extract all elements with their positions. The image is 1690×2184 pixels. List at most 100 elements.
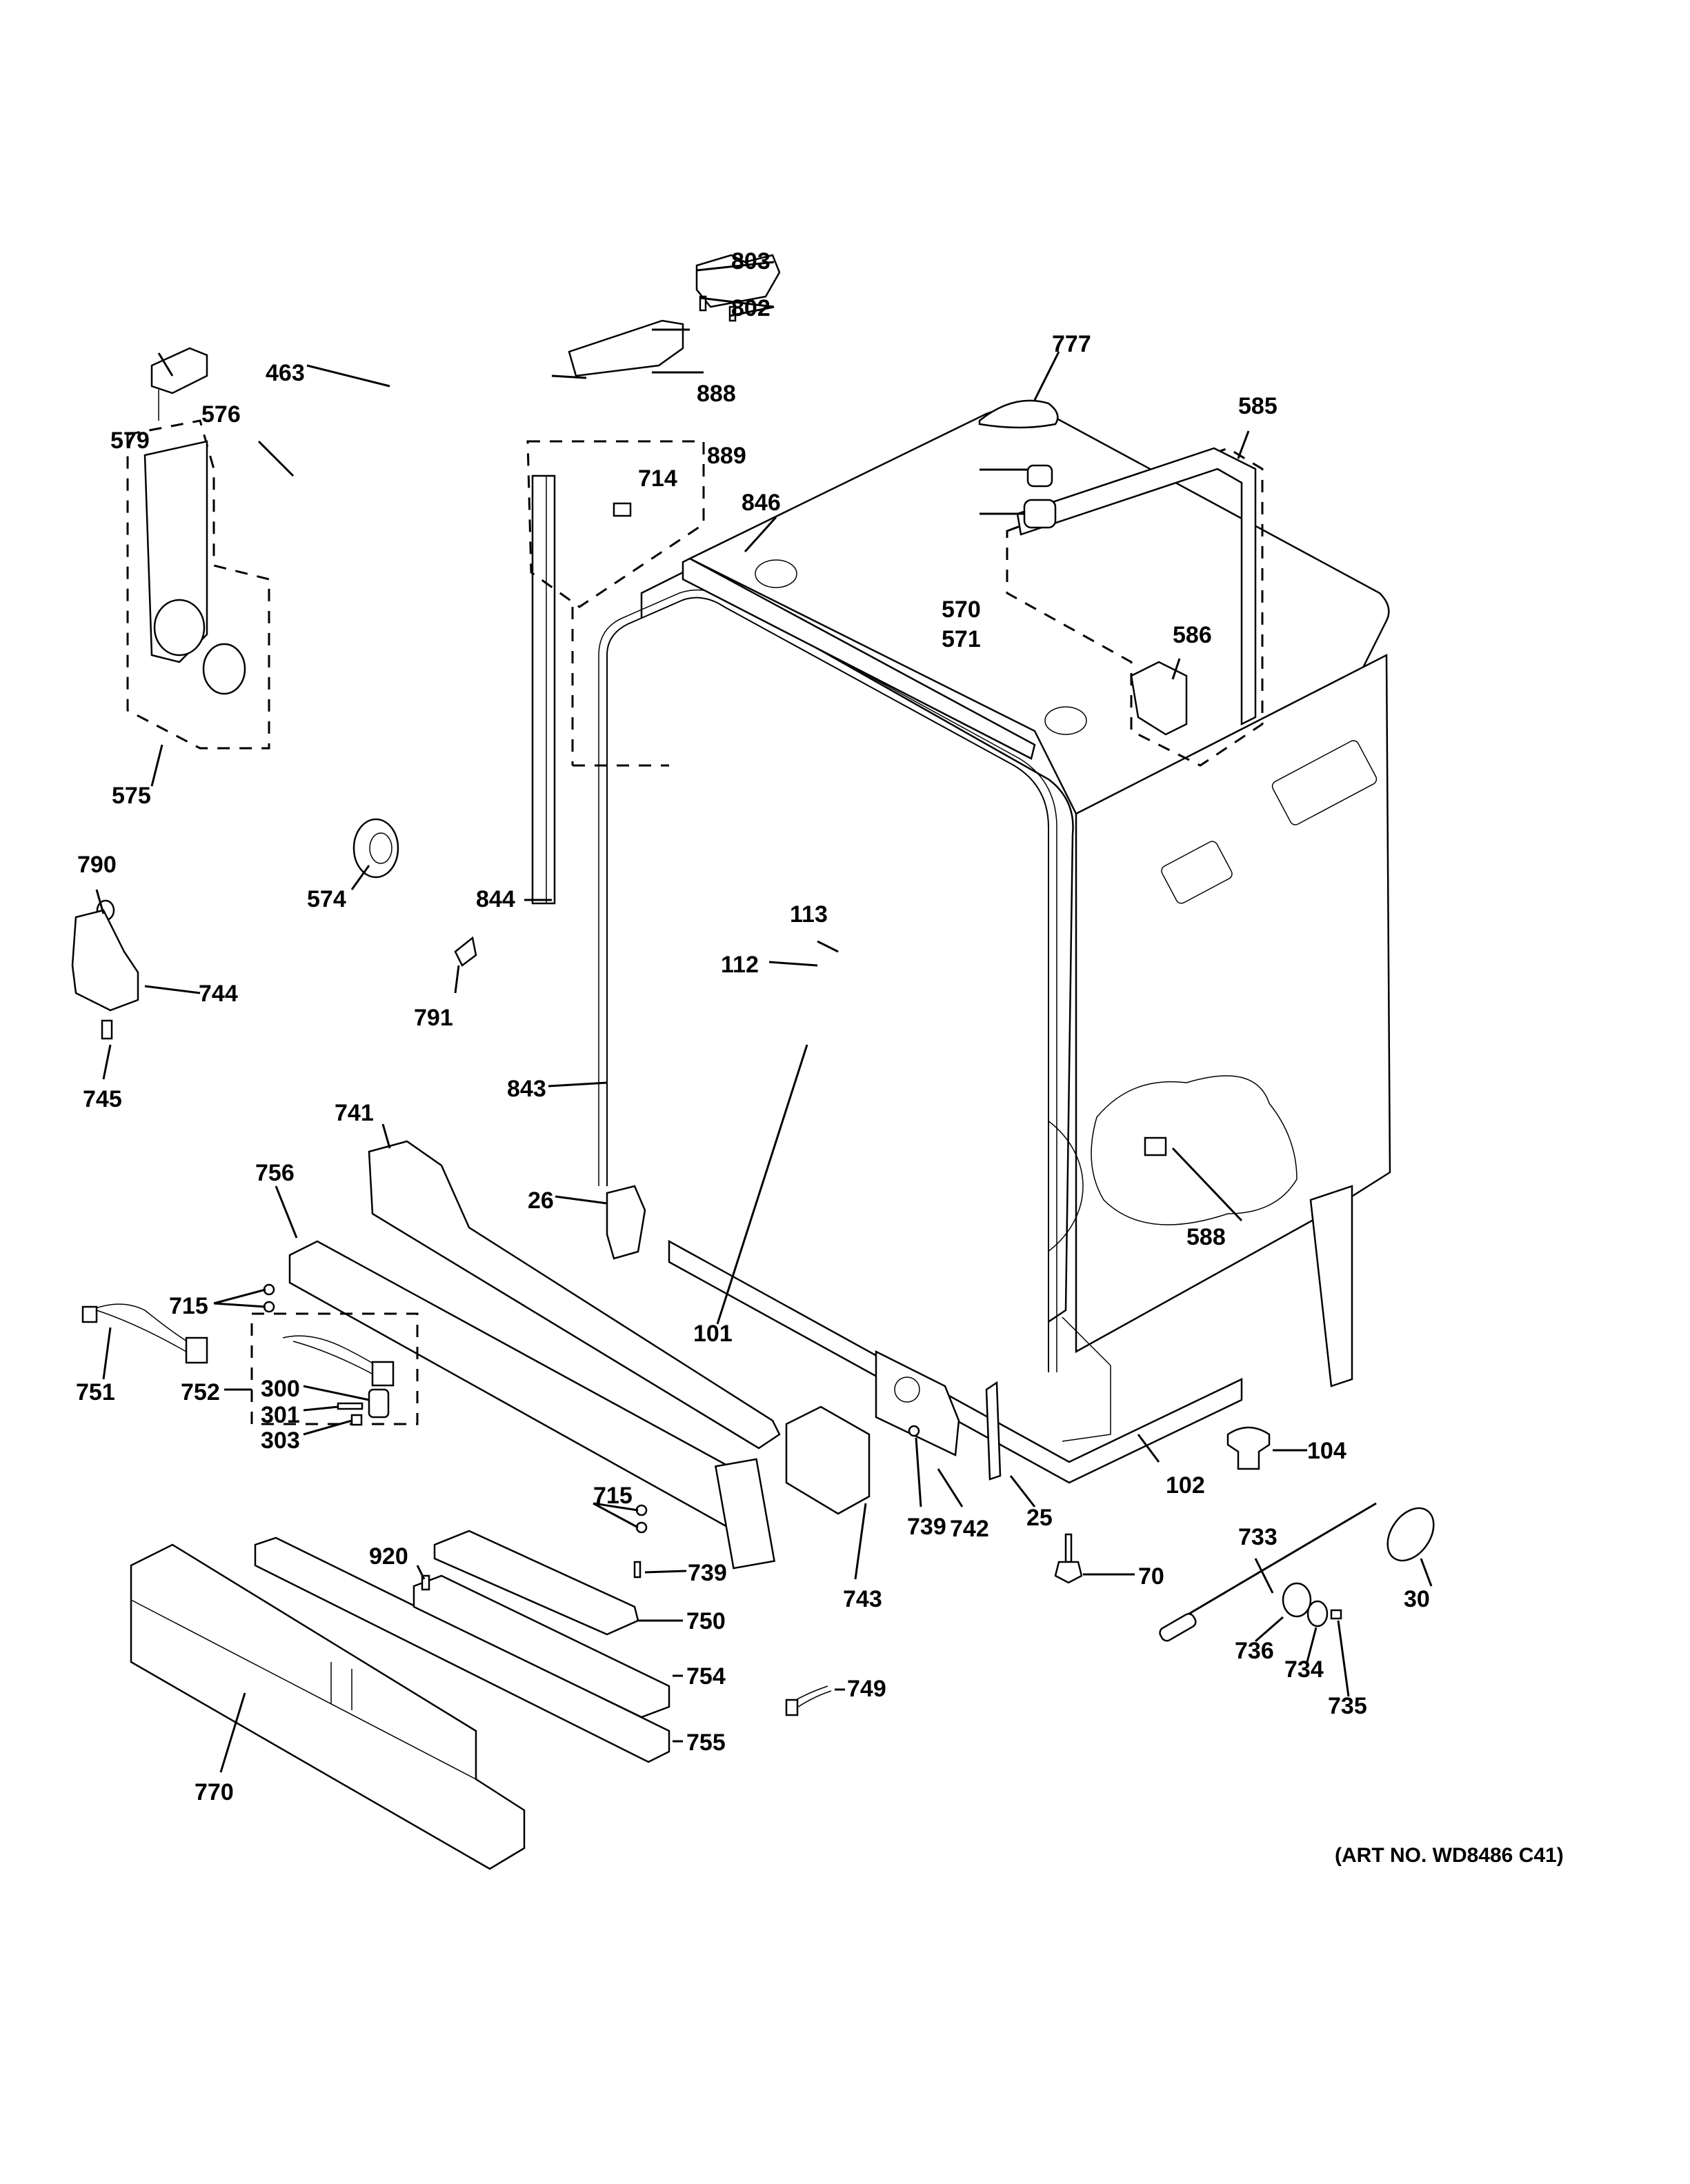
callout-300[interactable]: 300 [261,1376,300,1402]
callout-790[interactable]: 790 [77,852,117,878]
funnel-seal-ring [202,643,246,695]
leader-586 [1171,658,1181,680]
callout-755[interactable]: 755 [686,1730,726,1756]
screw-802a [699,295,707,312]
callout-112[interactable]: 112 [721,952,759,978]
cutaway-region [1091,1075,1298,1225]
callout-301[interactable]: 301 [261,1402,300,1428]
callout-715-left[interactable]: 715 [169,1293,208,1319]
pump-seal-574 [352,818,399,879]
funnel-opening [153,599,206,657]
leader-588 [1171,1147,1243,1222]
callout-739-box[interactable]: 739 [907,1514,946,1540]
callout-750[interactable]: 750 [686,1608,726,1634]
callout-575[interactable]: 575 [112,783,151,809]
callout-756[interactable]: 756 [255,1160,295,1186]
callout-570[interactable]: 570 [942,597,981,623]
callout-743[interactable]: 743 [843,1586,882,1612]
callout-802[interactable]: 802 [731,295,771,321]
callout-303[interactable]: 303 [261,1427,300,1454]
right-leg-frame [1309,1185,1353,1387]
callout-751[interactable]: 751 [76,1379,115,1405]
callout-745[interactable]: 745 [83,1086,122,1112]
callout-102[interactable]: 102 [1166,1472,1205,1499]
leader-742 [937,1468,964,1507]
callout-733[interactable]: 733 [1238,1524,1278,1550]
leader-301 [303,1405,339,1412]
callout-736[interactable]: 736 [1235,1638,1274,1664]
callout-463[interactable]: 463 [266,360,305,386]
leader-714 [551,374,587,379]
callout-889[interactable]: 889 [707,443,746,469]
callout-754[interactable]: 754 [686,1663,726,1690]
inlet-bracket-579 [150,347,208,394]
callout-113[interactable]: 113 [790,901,828,928]
screw-715a-2 [263,1301,275,1313]
top-port [1044,706,1087,735]
callout-803[interactable]: 803 [731,248,771,274]
door-gasket-843 [606,597,1049,1372]
leader-113 [817,940,839,953]
leader-463 [306,364,390,388]
callout-586[interactable]: 586 [1173,622,1212,648]
harness-plug [371,1361,395,1387]
leader-303 [303,1419,352,1436]
pulley-734 [1306,1600,1329,1627]
callout-571[interactable]: 571 [942,626,981,652]
callout-588[interactable]: 588 [1186,1224,1226,1250]
leader-802a [699,297,775,308]
callout-846[interactable]: 846 [742,490,781,516]
callout-104[interactable]: 104 [1307,1438,1346,1464]
callout-752[interactable]: 752 [181,1379,220,1405]
board-tray-754 [412,1574,670,1719]
leveling-foot-nut-104 [1226,1426,1271,1470]
callout-25[interactable]: 25 [1026,1505,1053,1531]
callout-70[interactable]: 70 [1138,1563,1164,1590]
callout-30[interactable]: 30 [1404,1586,1430,1612]
screw-715b-1 [635,1504,648,1516]
callout-735[interactable]: 735 [1328,1693,1367,1719]
callout-843[interactable]: 843 [507,1076,546,1102]
bracket-26 [606,1185,646,1260]
harness-plug [81,1305,98,1323]
leader-300 [303,1385,370,1401]
callout-585[interactable]: 585 [1238,393,1278,419]
hinge-bracket-586 [1130,661,1188,736]
callout-26[interactable]: 26 [528,1188,554,1214]
leader-751 [102,1327,112,1380]
callout-742[interactable]: 742 [950,1516,989,1542]
leader-745 [102,1044,112,1080]
callout-888[interactable]: 888 [697,381,736,407]
drain-hose-fill [410,344,510,909]
leader-846 [744,516,777,553]
callout-770[interactable]: 770 [195,1779,234,1805]
block-edge [130,1599,477,1780]
callout-741[interactable]: 741 [335,1100,374,1126]
leader-lines [95,261,1433,1773]
callout-579[interactable]: 579 [110,428,150,454]
leader-715b-2 [593,1502,639,1529]
callout-715-right[interactable]: 715 [593,1483,633,1509]
top-strip-846 [682,557,1036,760]
screw-745 [101,1019,113,1040]
callout-734[interactable]: 734 [1284,1656,1324,1683]
leader-734 [1306,1627,1318,1663]
callout-574[interactable]: 574 [307,886,346,912]
side-vent [1161,841,1233,904]
callout-777[interactable]: 777 [1052,331,1091,357]
callout-576[interactable]: 576 [201,401,241,428]
callout-920[interactable]: 920 [369,1543,408,1570]
leader-744 [144,985,201,994]
callout-744[interactable]: 744 [199,981,238,1007]
leader-102 [1137,1434,1160,1463]
callout-714[interactable]: 714 [638,465,677,492]
group-752-outline [250,1312,419,1425]
corner-bracket-25 [985,1381,1002,1481]
callout-749[interactable]: 749 [847,1676,886,1702]
callout-791[interactable]: 791 [414,1005,453,1031]
callout-844[interactable]: 844 [476,886,515,912]
callout-739-board[interactable]: 739 [688,1560,727,1586]
callout-101[interactable]: 101 [693,1321,733,1347]
tub-right-wall [1075,653,1391,1354]
